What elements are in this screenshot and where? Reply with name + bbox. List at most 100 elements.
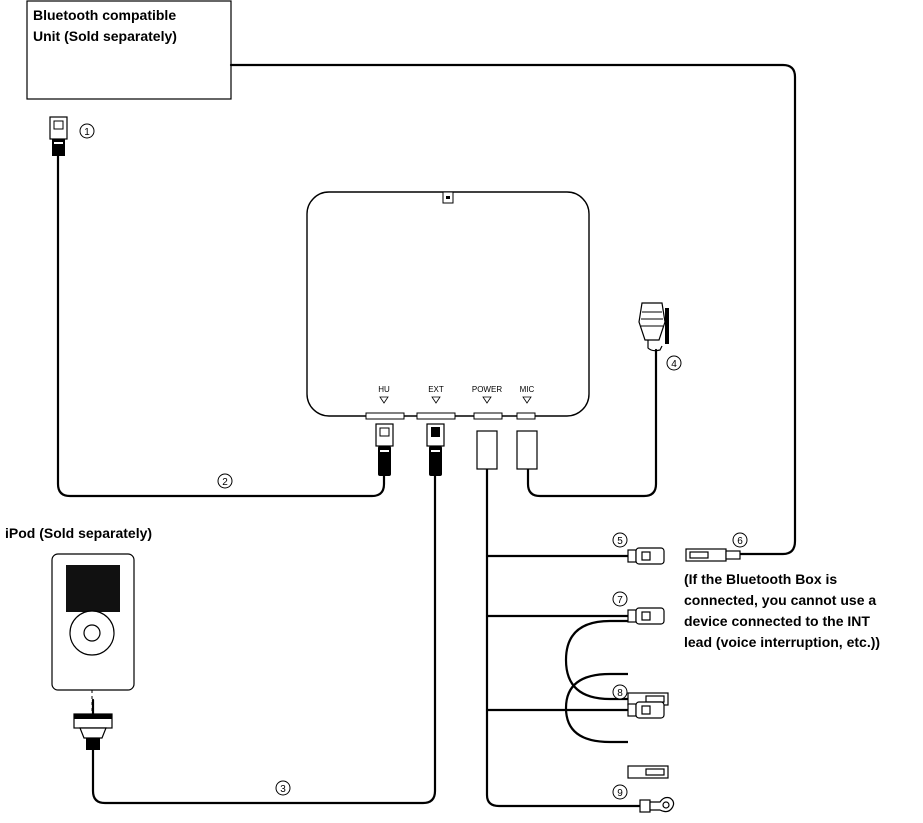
connector-1-rib	[54, 142, 63, 144]
ext-connector-body	[429, 446, 442, 476]
terminal-8-male	[627, 765, 669, 779]
ipod-center-button	[83, 624, 101, 642]
terminal-6-blade	[689, 551, 709, 559]
connector-1-window	[53, 120, 64, 130]
callout-4: 4	[666, 355, 682, 371]
terminal-8-male-blade	[645, 768, 665, 776]
terminal-9-ring	[649, 796, 675, 813]
terminal-7-male-blade	[645, 695, 665, 703]
ipod-dock-connector-strain	[86, 738, 100, 750]
bluetooth-unit-label-line1: Bluetooth compatible	[33, 7, 176, 23]
bluetooth-unit-box	[26, 0, 232, 100]
terminal-7-crimp	[627, 609, 637, 623]
note-line-3: device connected to the INT	[684, 613, 870, 629]
callout-3-number: 3	[280, 784, 286, 795]
mic-cable	[526, 348, 658, 498]
cables	[56, 63, 797, 808]
terminal-5	[627, 547, 665, 565]
note-line-4: lead (voice interruption, etc.))	[684, 634, 880, 650]
terminals	[627, 547, 741, 813]
hu-connector	[375, 423, 394, 476]
int-lead-note: (If the Bluetooth Box is connected, you …	[684, 571, 880, 650]
note-line-1: (If the Bluetooth Box is	[684, 571, 837, 587]
terminal-9	[639, 796, 675, 813]
ipod-dock-connector-body	[79, 727, 107, 739]
arrow-hu	[379, 396, 389, 404]
connector-1	[49, 116, 68, 156]
callout-1-circle	[79, 123, 95, 139]
bt-int-cable	[229, 63, 797, 556]
arrow-ext	[431, 396, 441, 404]
callout-8: 8	[612, 684, 628, 700]
connector-1-body	[52, 139, 65, 156]
microphone-head	[638, 302, 666, 341]
port-label-ext: EXT	[428, 385, 444, 394]
power-trunk	[485, 465, 642, 808]
callout-2-circle	[217, 473, 233, 489]
port-label-mic: MIC	[520, 385, 535, 394]
callout-7-circle	[612, 591, 628, 607]
microphone-clip	[665, 308, 669, 344]
callout-3: 3	[275, 780, 291, 796]
callout-9-number: 9	[617, 788, 623, 799]
microphone-base	[647, 340, 663, 352]
callout-2-number: 2	[222, 477, 228, 488]
ext-connector	[426, 423, 445, 476]
callout-8-circle	[612, 684, 628, 700]
power-socket	[473, 412, 503, 420]
terminal-7-slot	[641, 611, 651, 621]
loop-8	[564, 672, 628, 744]
terminal-9-crimp	[639, 799, 651, 813]
terminal-6-crimp	[725, 550, 741, 560]
terminal-8-slot	[641, 705, 651, 715]
note-line-2: connected, you cannot use a	[684, 592, 876, 608]
hu-cable	[56, 153, 386, 498]
ext-cable	[91, 473, 437, 805]
ipod-dock-connector-strip	[74, 714, 112, 719]
callout-7: 7	[612, 591, 628, 607]
callout-9: 9	[612, 784, 628, 800]
callout-3-circle	[275, 780, 291, 796]
terminal-9-hole	[662, 801, 670, 809]
hu-connector-rib	[380, 450, 389, 452]
main-box-body	[306, 191, 590, 417]
callout-8-number: 8	[617, 688, 623, 699]
callout-6-number: 6	[737, 536, 743, 547]
port-label-power: POWER	[472, 385, 502, 394]
loop-7	[564, 619, 628, 701]
callout-5-number: 5	[617, 536, 623, 547]
hu-connector-body	[378, 446, 391, 476]
hu-connector-window	[379, 427, 390, 437]
terminal-8	[627, 701, 665, 719]
callout-6: 6	[732, 532, 748, 548]
arrow-power	[482, 396, 492, 404]
mic-socket	[516, 412, 536, 420]
main-box-tab-mark	[446, 196, 450, 199]
terminal-8-crimp	[627, 703, 637, 717]
callout-9-circle	[612, 784, 628, 800]
mic-plug	[516, 430, 538, 470]
main-box: HU EXT POWER MIC	[306, 191, 590, 420]
ipod: iPod (Sold separately)	[5, 525, 152, 750]
bluetooth-unit-label-line2: Unit (Sold separately)	[33, 28, 177, 44]
terminal-6	[685, 548, 741, 562]
callout-4-circle	[666, 355, 682, 371]
callouts: 1 2 3 4 5 6 7 8	[79, 123, 748, 800]
ext-socket	[416, 412, 456, 420]
ext-connector-window	[431, 427, 440, 437]
bluetooth-unit: Bluetooth compatible Unit (Sold separate…	[26, 0, 232, 100]
callout-1-number: 1	[84, 127, 90, 138]
cable-loops	[564, 619, 628, 744]
terminal-7	[627, 607, 665, 625]
power-plug	[476, 430, 498, 470]
ipod-screen	[66, 565, 120, 612]
hu-socket	[365, 412, 405, 420]
port-label-hu: HU	[378, 385, 390, 394]
callout-4-number: 4	[671, 359, 677, 370]
ext-connector-rib	[431, 450, 440, 452]
terminal-5-slot	[641, 551, 651, 561]
callout-1: 1	[79, 123, 95, 139]
callout-2: 2	[217, 473, 233, 489]
arrow-mic	[522, 396, 532, 404]
